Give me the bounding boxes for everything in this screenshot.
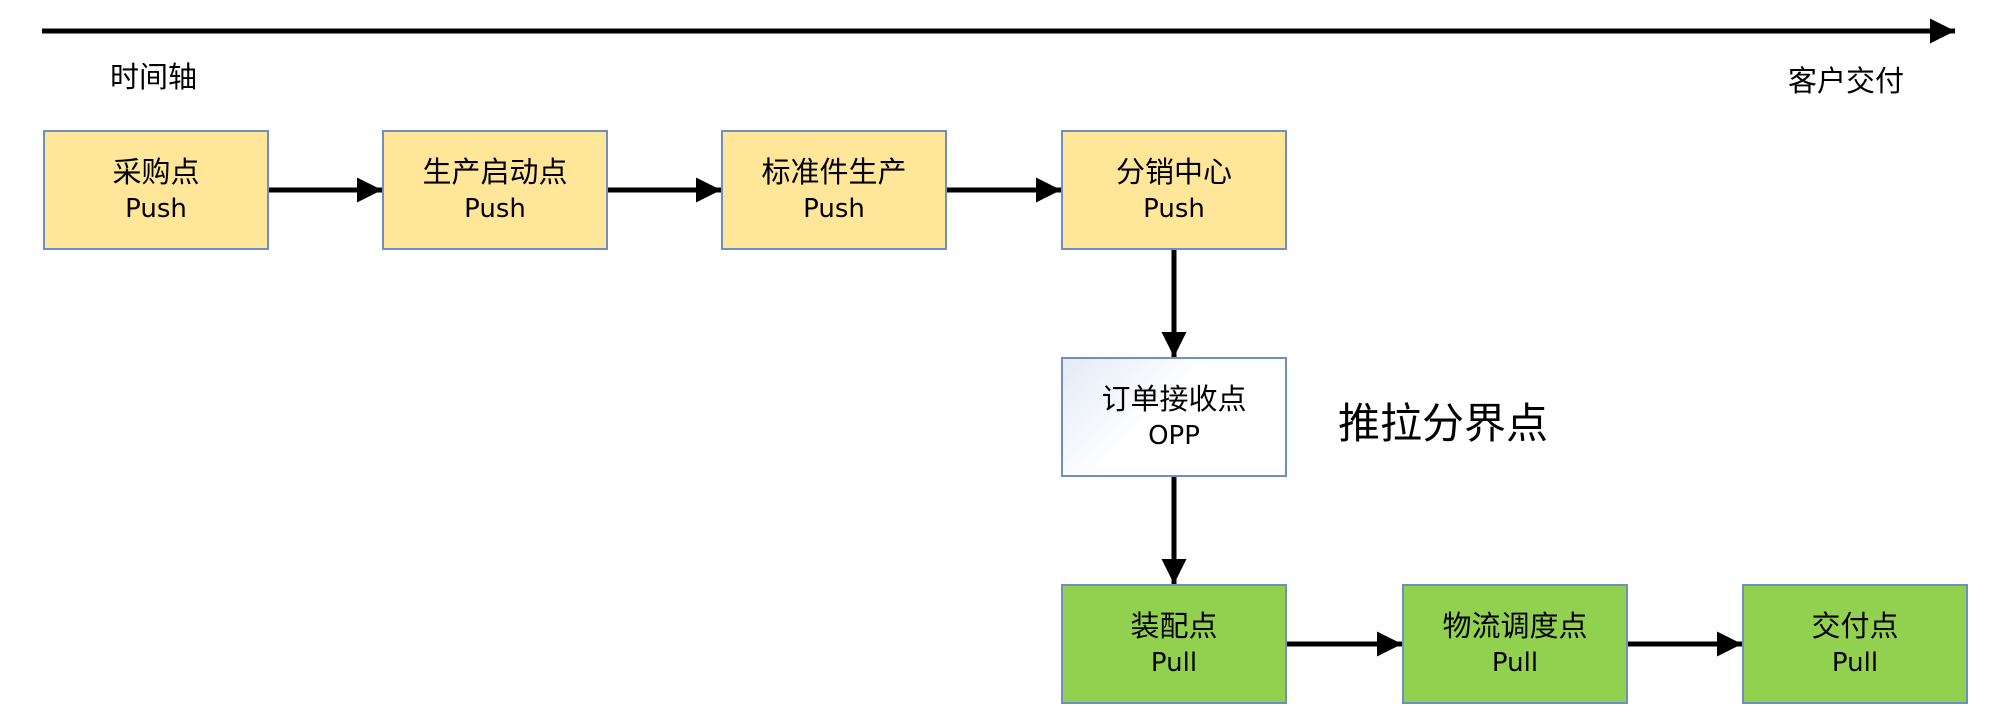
timeline-start-label: 时间轴 [110,60,198,94]
node-production-start: 生产启动点 Push [382,130,608,250]
node-mode: Pull [1150,648,1198,678]
node-mode: Push [464,194,526,224]
timeline-end-label: 客户交付 [1788,64,1905,98]
node-mode: Push [125,194,187,224]
node-logistics-dispatch: 物流调度点 Pull [1402,584,1628,704]
node-title: 订单接收点 [1101,382,1247,416]
node-distribution-center: 分销中心 Push [1061,130,1287,250]
node-title: 标准件生产 [761,155,907,189]
push-pull-boundary-label: 推拉分界点 [1338,399,1549,448]
node-title: 生产启动点 [422,155,568,189]
node-mode: OPP [1148,421,1200,451]
node-mode: Pull [1831,648,1879,678]
node-title: 分销中心 [1115,155,1232,189]
node-mode: Pull [1491,648,1539,678]
node-procurement: 采购点 Push [43,130,269,250]
flow-edges [269,177,1742,657]
node-title: 采购点 [112,155,200,189]
node-assembly: 装配点 Pull [1061,584,1287,704]
node-standard-parts: 标准件生产 Push [721,130,947,250]
node-title: 物流调度点 [1442,609,1588,643]
node-delivery: 交付点 Pull [1742,584,1968,704]
node-title: 装配点 [1130,609,1218,643]
node-order-receipt: 订单接收点 OPP [1061,357,1287,477]
node-title: 交付点 [1811,609,1899,643]
node-mode: Push [803,194,865,224]
node-mode: Push [1143,194,1205,224]
